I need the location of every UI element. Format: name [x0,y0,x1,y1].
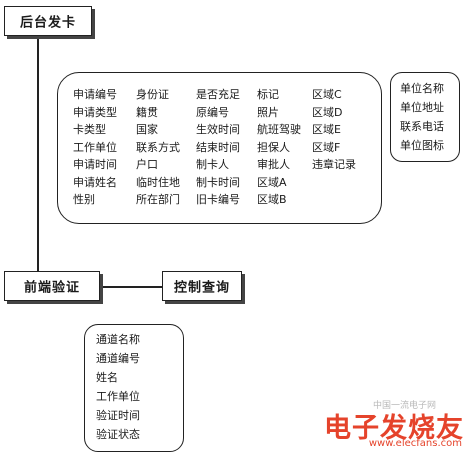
verify-field-cell: 通道名称 [96,333,140,346]
main-field-cell: 标记 [257,88,279,101]
main-field-cell: 制卡时间 [196,175,240,189]
connector-vertical-trunk [37,36,39,271]
node-frontend-verify: 前端验证 [4,271,100,301]
watermark-logo: 电子发烧友 [324,413,464,444]
main-field-cell: 性别 [73,193,95,206]
main-field-cell: 申请编号 [73,88,117,101]
unit-field-cell: 单位名称 [400,82,444,95]
verify-field-cell: 工作单位 [96,390,140,403]
unit-field-cell: 单位图标 [400,139,444,152]
main-field-cell: 申请姓名 [73,175,117,189]
main-field-cell: 籍贯 [136,105,158,119]
main-field-cell: 工作单位 [73,140,117,154]
main-field-cell: 制卡人 [196,158,229,171]
verify-field-cell: 姓名 [96,371,118,384]
main-field-cell: 结束时间 [196,140,240,154]
main-field-cell: 违章记录 [312,158,356,171]
main-field-cell: 申请时间 [73,158,117,171]
main-field-cell: 是否充足 [196,88,240,101]
unit-field-cell: 单位地址 [400,101,444,114]
main-field-cell: 临时住地 [136,175,180,189]
main-field-cell: 审批人 [257,158,290,171]
node-control-query: 控制查询 [162,271,242,301]
main-field-cell: 所在部门 [136,193,180,206]
unit-field-group [390,72,460,162]
main-field-cell: 申请类型 [73,105,117,119]
main-field-cell: 照片 [257,105,279,119]
node-backend-issue-label: 后台发卡 [19,15,76,31]
main-field-group [57,72,382,224]
verify-field-cell: 验证状态 [96,428,140,441]
main-field-cell: 联系方式 [136,140,180,154]
main-field-cell: 原编号 [196,105,229,119]
main-field-cell: 航班驾驶 [257,123,301,136]
watermark-subtitle: 中国一流电子网 [372,401,436,411]
verify-field-cell: 验证时间 [96,409,140,422]
unit-field-cell: 联系电话 [400,120,444,133]
node-control-query-label: 控制查询 [173,280,230,296]
watermark-url: www.elecfans.com [368,438,462,449]
main-field-cell: 区域D [312,105,343,119]
main-field-cell: 生效时间 [196,123,240,136]
main-field-cell: 担保人 [257,140,290,154]
main-field-cell: 区域E [312,123,341,136]
main-field-cell: 旧卡编号 [196,193,240,206]
main-field-cell: 身份证 [136,88,169,101]
connector-to-control-query [100,286,162,288]
main-field-cell: 国家 [136,123,158,136]
main-field-cell: 区域A [257,175,287,189]
main-field-cell: 区域F [312,140,341,154]
verify-field-cell: 通道编号 [96,352,140,365]
main-field-cell: 户口 [136,158,158,171]
node-frontend-verify-label: 前端验证 [23,280,80,296]
node-backend-issue: 后台发卡 [4,6,92,36]
main-field-cell: 卡类型 [73,123,106,136]
verify-field-group [84,324,184,452]
main-field-cell: 区域C [312,88,342,101]
main-field-cell: 区域B [257,193,287,206]
